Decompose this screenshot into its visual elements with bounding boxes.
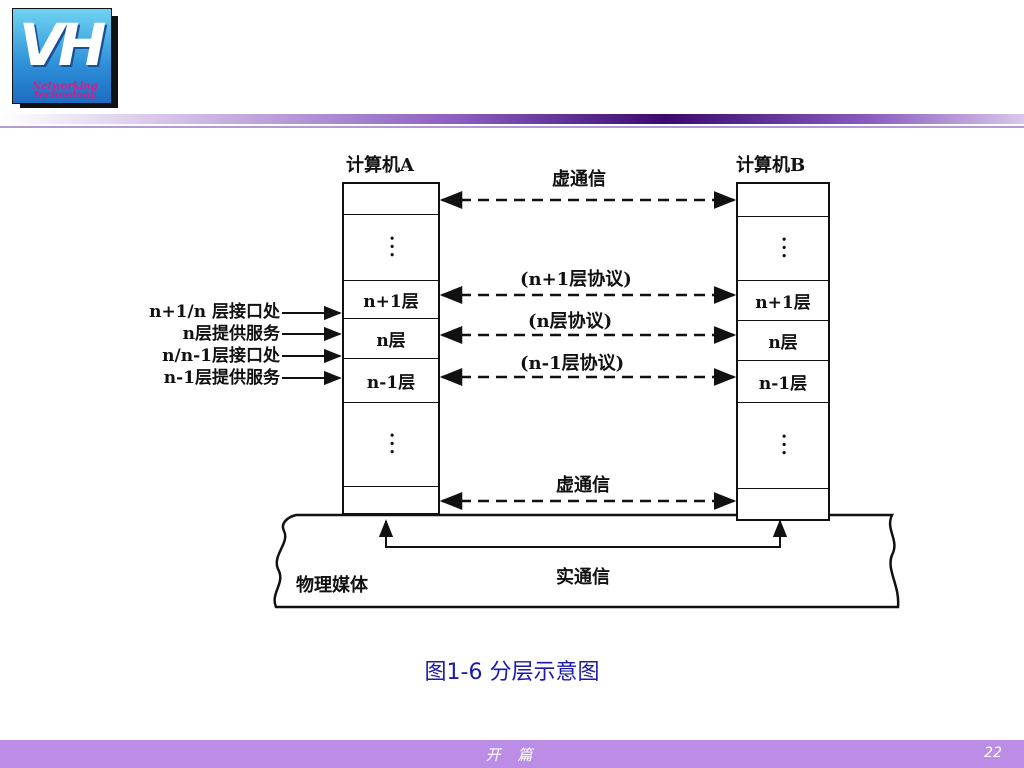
virtual-bottom-label: 虚通信 [556,475,610,496]
side-label-2: n层提供服务 [182,324,280,344]
physical-medium-shape [273,513,900,609]
logo-text-line1: Networking [32,81,98,92]
layer-b-lower-dots: ··· [738,402,828,488]
layer-a-upper-dots: ··· [344,214,438,280]
physical-medium-label: 物理媒体 [296,575,368,596]
layer-b-top [738,184,828,216]
diagram-lines [273,191,900,609]
header-line [0,126,1024,128]
layer-a-n-minus-1: n-1层 [344,358,438,402]
computer-a-stack: ··· n+1层 n层 n-1层 ··· [342,182,440,515]
protocol-n-plus-1-label: (n+1层协议) [520,269,632,290]
layer-b-n-minus-1: n-1层 [738,360,828,402]
page-number: 22 [984,745,1002,761]
logo-text-line2: technology [34,90,96,101]
layer-a-bottom [344,486,438,515]
logo: VH Networking technology [10,8,120,110]
virtual-top-label: 虚通信 [552,169,606,190]
logo-text: Networking technology [10,81,120,101]
computer-b-stack: ··· n+1层 n层 n-1层 ··· [736,182,830,521]
layer-a-lower-dots: ··· [344,402,438,486]
computer-b-label: 计算机B [736,155,806,176]
logo-letters: VH [19,11,106,79]
footer-section-title: 开 篇 [485,746,539,764]
layer-b-n-plus-1: n+1层 [738,280,828,320]
computer-a-label: 计算机A [346,155,414,176]
side-label-4: n-1层提供服务 [163,368,280,388]
layer-diagram: ··· n+1层 n层 n-1层 ··· ··· n+1层 n层 n-1层 ··… [100,145,920,625]
layer-b-n: n层 [738,320,828,360]
header-bar [0,114,1024,124]
layer-a-top [344,184,438,214]
side-label-1: n+1/n 层接口处 [149,302,280,322]
protocol-n-minus-1-label: (n-1层协议) [520,353,625,374]
real-comm-label: 实通信 [556,567,610,588]
layer-b-bottom [738,488,828,521]
figure-caption: 图1-6 分层示意图 [424,660,600,685]
layer-a-n-plus-1: n+1层 [344,280,438,318]
layer-a-n: n层 [344,318,438,358]
side-label-3: n/n-1层接口处 [162,346,280,366]
footer-bar: 开 篇 22 [0,740,1024,768]
logo-box: VH [12,8,112,104]
protocol-n-label: (n层协议) [528,311,613,332]
layer-b-upper-dots: ··· [738,216,828,280]
